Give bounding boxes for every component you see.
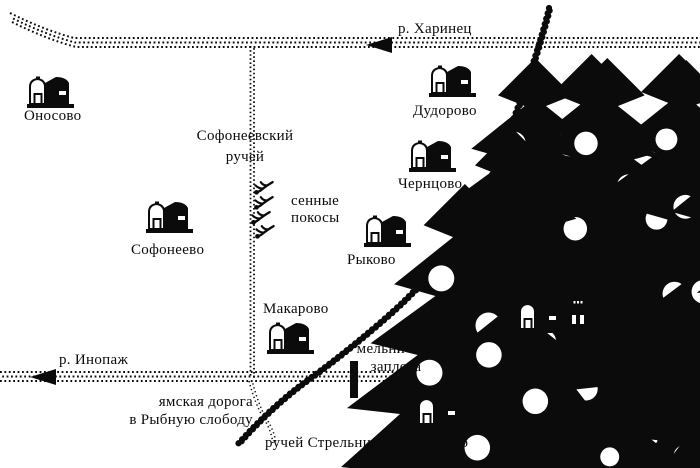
hay-meadow-symbol [250,210,271,225]
kharinets-river-label: р. Харинец [398,21,472,37]
village-house-icon [516,300,565,334]
label-line: ямская дорога [158,394,253,410]
onosovo-label: Оносово [24,108,82,124]
staroe-seltso-label: Старое сельцо [515,340,612,356]
label-line: покосы [291,210,340,226]
hay-meadow-symbol [254,224,275,239]
village-house-icon [145,200,194,234]
sofoneevo-label: Софонеево [131,242,205,258]
mill-dam-bar [350,361,358,398]
makarovo-label: Макарово [263,301,329,317]
village-house-icon [266,321,315,355]
village-house-icon [363,214,412,248]
strelnik-stream-dotted-line [248,380,274,444]
mill-dam-label: мельничная заплота [357,340,436,376]
yamskaya-road-label: ямская дорога в Рыбную слободу [129,393,253,429]
village-house-icon [428,64,477,98]
flow-direction-arrow [366,37,392,53]
inopazh-river-label: р. Инопаж [59,352,129,368]
strelnik-stream-label: ручей Стрельник [265,435,379,451]
dudorovo-label: Дудорово [413,103,477,119]
label-line: в Рыбную слободу [129,412,253,428]
label-line: мельничная [356,341,436,357]
rykovo-label: Рыково [347,252,396,268]
village-house-icon [415,395,464,429]
hay-meadow-symbol [253,180,274,195]
kuchino-label: Кучино [419,435,469,451]
kharinets-river-dotted-band [11,21,700,48]
label-line: ручей [225,149,265,165]
label-line: Софонеевский [196,128,294,144]
hay-meadows-label: сенные покосы [291,193,339,227]
label-line: сенные [291,193,340,209]
kharinets-river-dotted-band [9,12,700,39]
kharinets-river-dotted-band [10,16,700,44]
village-house-icon [408,139,457,173]
label-line: заплота [370,359,422,375]
cherntsovo-label: Чернцово [398,176,463,192]
flow-direction-arrow [30,369,56,385]
sofoneevsky-stream-label: Софонеевский ручей [197,126,294,168]
village-house-icon [26,75,75,109]
hay-meadow-symbol [253,195,274,210]
